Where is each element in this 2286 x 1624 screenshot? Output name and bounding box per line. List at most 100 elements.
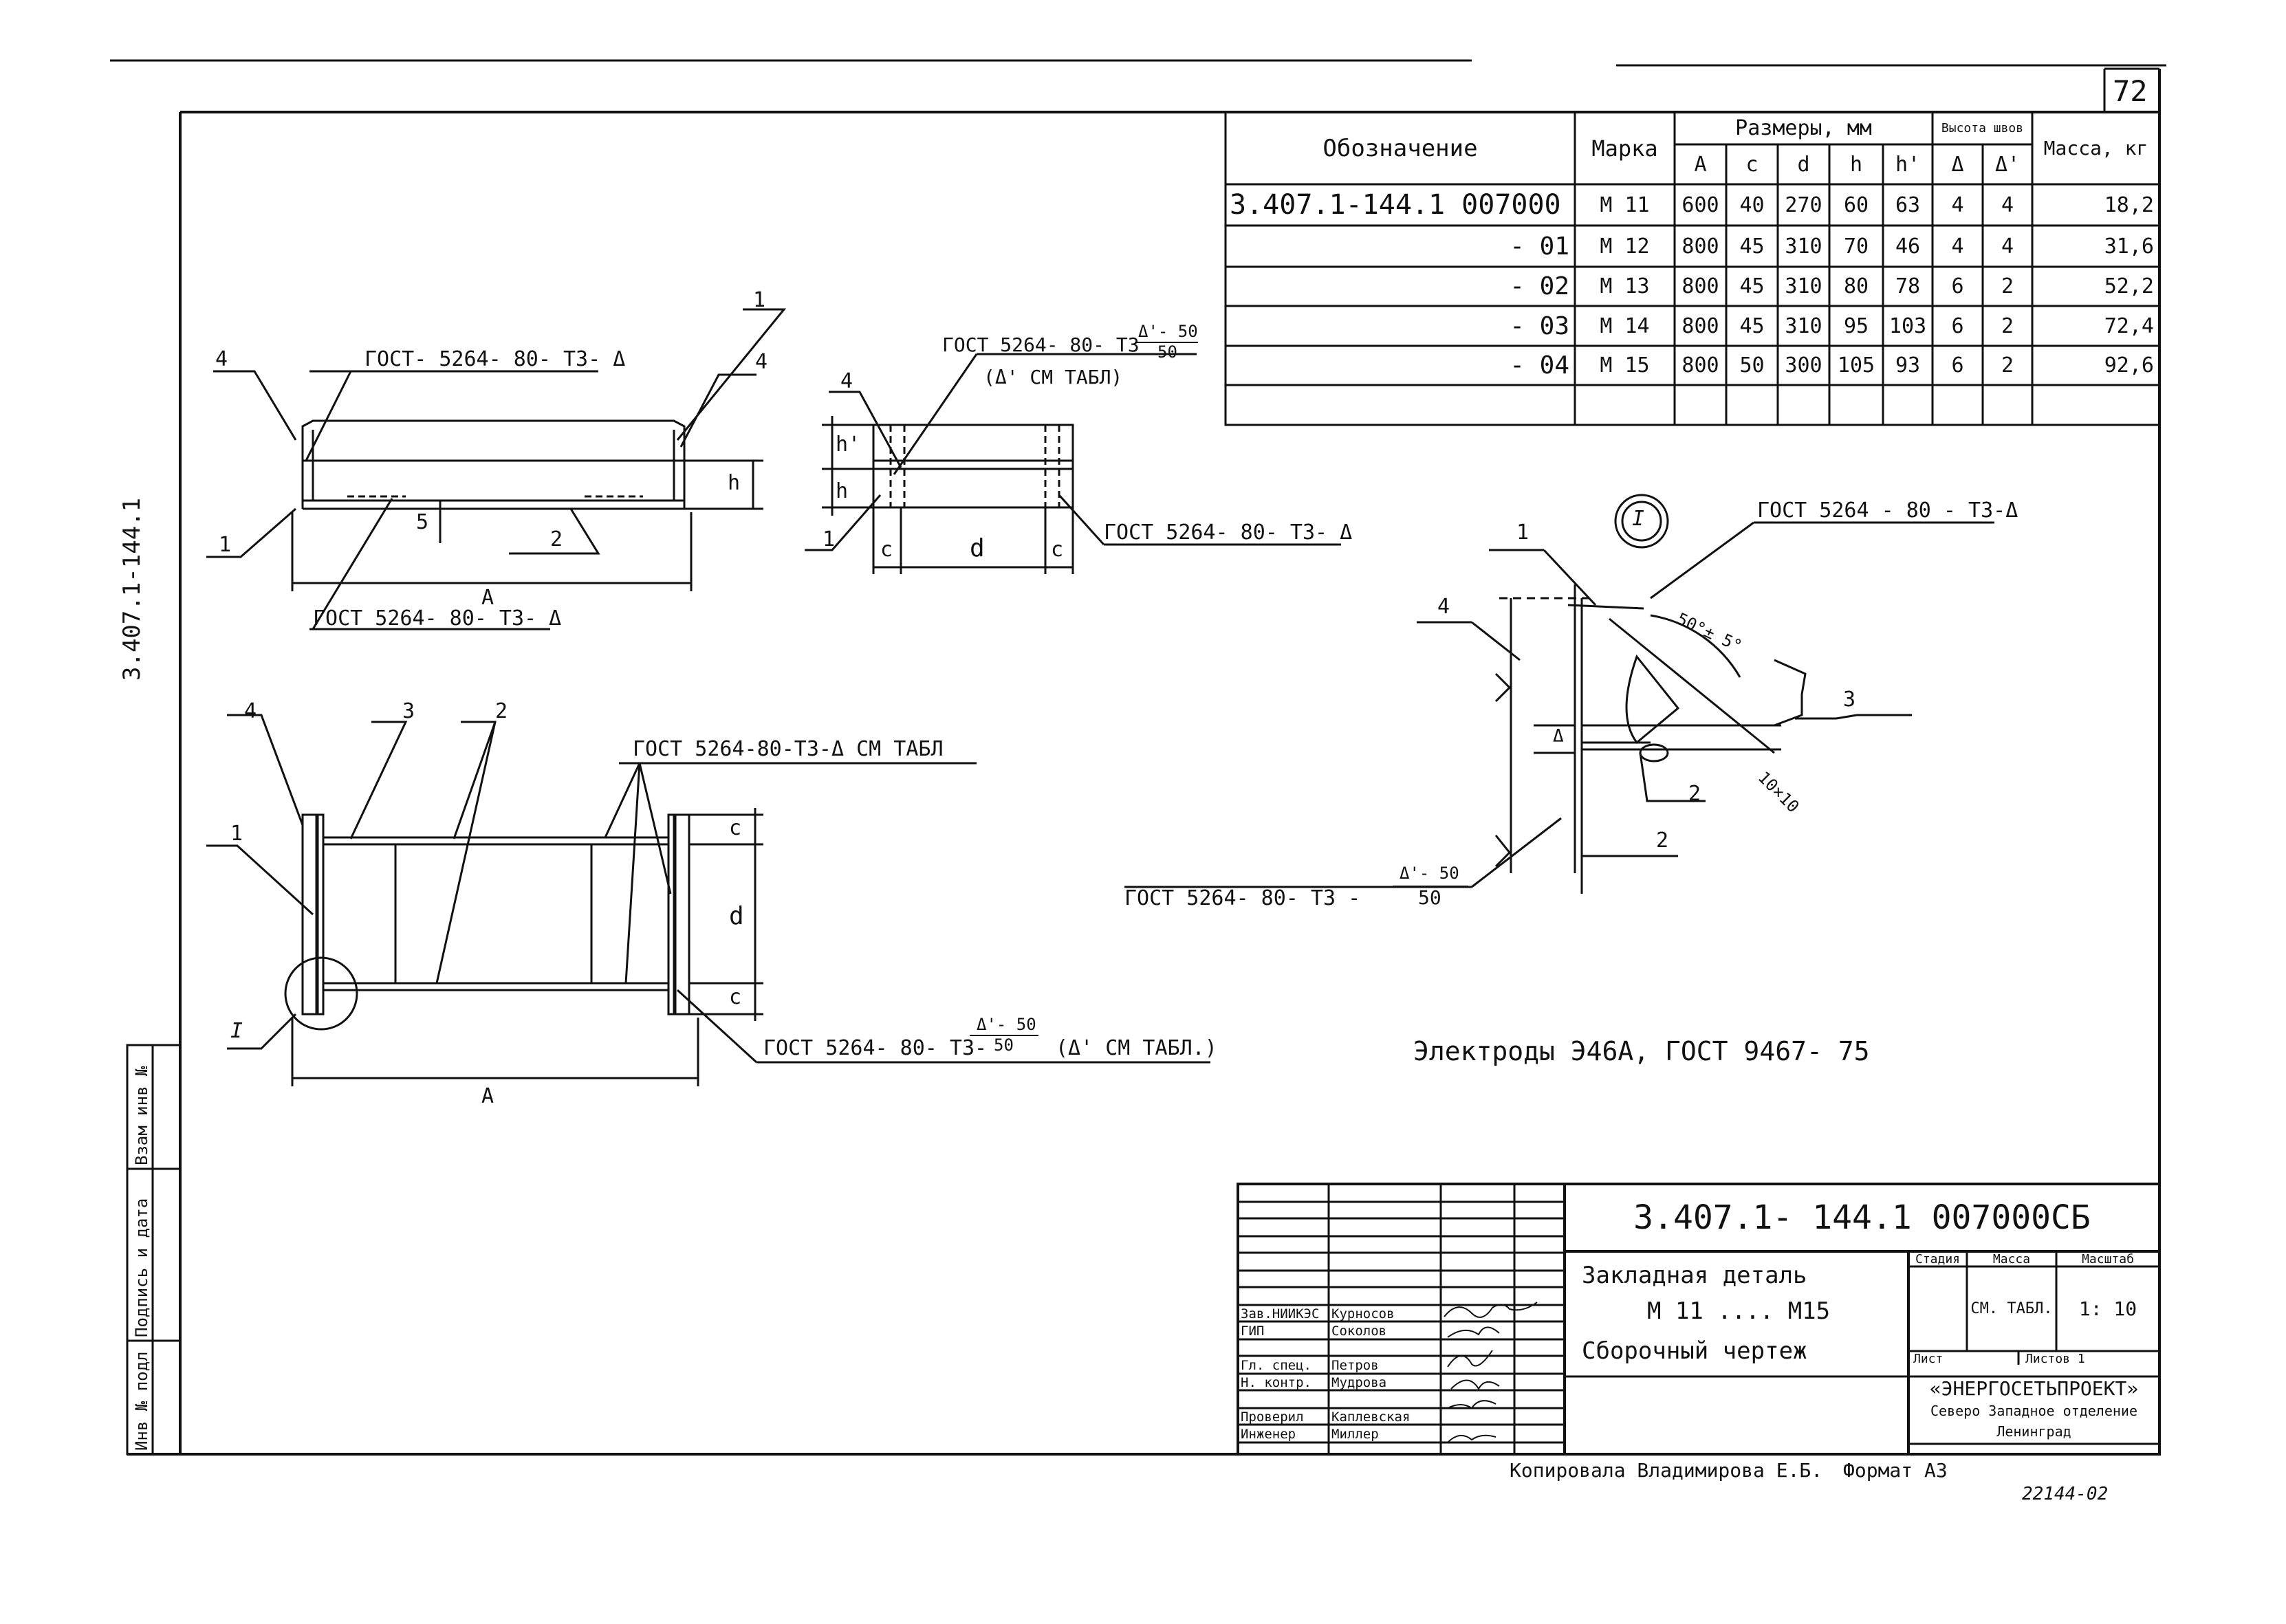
header-height: Высота швов bbox=[1941, 121, 2024, 135]
row-c: 40 bbox=[1739, 193, 1765, 217]
dim-c: c bbox=[729, 816, 742, 840]
callout-2: 2 bbox=[1688, 782, 1701, 806]
row-mark: М 12 bbox=[1600, 234, 1650, 259]
row-d: 310 bbox=[1785, 274, 1822, 298]
org-city: Ленинград bbox=[1996, 1423, 2071, 1440]
row-delta: 6 bbox=[1951, 353, 1964, 377]
dim-delta: Δ bbox=[1553, 726, 1564, 747]
doc-code: 3.407.1- 144.1 007000СБ bbox=[1633, 1198, 2091, 1237]
row-delta: 6 bbox=[1951, 314, 1964, 338]
callout-4: 4 bbox=[755, 350, 768, 374]
weld-note-side-bottom: ГОСТ 5264- 80- Т3- Δ bbox=[313, 606, 562, 630]
signer-name: Курносов bbox=[1331, 1306, 1395, 1321]
row-h: 105 bbox=[1837, 353, 1875, 377]
see-table-note: (Δ' СМ ТАБЛ) bbox=[983, 366, 1123, 388]
header-h1: h' bbox=[1895, 152, 1921, 177]
signer-role: Проверил bbox=[1241, 1409, 1304, 1425]
weld-note-side: ГОСТ- 5264- 80- Т3- Δ bbox=[364, 347, 626, 371]
row-A: 800 bbox=[1681, 353, 1719, 377]
row-h: 95 bbox=[1843, 314, 1869, 338]
row-designation: - 04 bbox=[1510, 351, 1569, 380]
header-d: d bbox=[1797, 152, 1810, 177]
header-delta1: Δ' bbox=[1994, 152, 2021, 177]
callout-3: 3 bbox=[1843, 688, 1856, 712]
row-delta1: 2 bbox=[2001, 314, 2014, 338]
weld-note-plan-bottom: ГОСТ 5264- 80- Т3- bbox=[763, 1036, 988, 1060]
header-designation: Обозначение bbox=[1322, 134, 1478, 162]
side-stamp-sign: Подпись и дата bbox=[132, 1198, 151, 1337]
side-code: 3.407.1-144.1 bbox=[118, 497, 146, 681]
dim-h1: h' bbox=[836, 432, 861, 457]
callout-3: 3 bbox=[402, 699, 415, 723]
row-h1: 78 bbox=[1895, 274, 1921, 298]
doc-title-line3: Сборочный чертеж bbox=[1582, 1337, 1807, 1365]
row-designation: - 03 bbox=[1510, 311, 1569, 340]
row-mark: М 13 bbox=[1600, 274, 1650, 298]
fraction-denominator: 50 bbox=[1418, 886, 1441, 909]
row-mark: М 14 bbox=[1600, 314, 1650, 338]
row-h: 60 bbox=[1843, 193, 1869, 217]
mass-label: Масса bbox=[1992, 1251, 2031, 1266]
signer-name: Петров bbox=[1331, 1358, 1379, 1373]
weld-note-detail-bottom: ГОСТ 5264- 80- Т3 - bbox=[1124, 886, 1361, 910]
callout-1: 1 bbox=[753, 288, 766, 312]
paper-format: Формат А3 bbox=[1843, 1459, 1948, 1482]
signer-role: ГИП bbox=[1241, 1324, 1265, 1339]
signer-role: Зав.НИИКЭС bbox=[1241, 1306, 1320, 1321]
row-delta: 6 bbox=[1951, 274, 1964, 298]
signer-name: Миллер bbox=[1331, 1427, 1379, 1442]
row-mass: 72,4 bbox=[2104, 314, 2154, 338]
row-mass: 52,2 bbox=[2104, 274, 2154, 298]
dim-2: 2 bbox=[1656, 829, 1669, 853]
mass-value: СМ. ТАБЛ. bbox=[1970, 1300, 2053, 1317]
header-c: c bbox=[1745, 152, 1759, 177]
fraction-denominator: 50 bbox=[1157, 342, 1177, 362]
stage-label: Стадия bbox=[1915, 1251, 1961, 1266]
callout-4: 4 bbox=[215, 347, 228, 371]
see-table-note: (Δ' СМ ТАБЛ.) bbox=[1056, 1036, 1217, 1060]
header-A: A bbox=[1694, 152, 1707, 177]
detail-mark-I: I bbox=[230, 1019, 243, 1043]
row-c: 45 bbox=[1739, 274, 1765, 298]
doc-title-line2: М 11 .... М15 bbox=[1647, 1297, 1831, 1325]
row-delta: 4 bbox=[1951, 193, 1964, 217]
header-h: h bbox=[1849, 152, 1863, 177]
callout-1: 1 bbox=[219, 533, 232, 557]
copied-by: Копировала Владимирова Е.Б. bbox=[1510, 1459, 1823, 1482]
dim-h: h bbox=[728, 471, 741, 495]
fraction-numerator: Δ'- 50 bbox=[977, 1015, 1036, 1034]
sheet-label: Лист bbox=[1913, 1352, 1944, 1366]
dim-d: d bbox=[970, 534, 985, 562]
signer-role: Гл. спец. bbox=[1241, 1358, 1311, 1373]
row-A: 800 bbox=[1681, 274, 1719, 298]
dim-A: A bbox=[481, 1084, 494, 1108]
sheet-number: 72 bbox=[2113, 74, 2148, 108]
row-mass: 92,6 bbox=[2104, 353, 2154, 377]
signer-name: Соколов bbox=[1331, 1324, 1387, 1339]
fraction-numerator: Δ'- 50 bbox=[1400, 864, 1459, 883]
weld-note-plan: ГОСТ 5264-80-Т3-Δ СМ ТАБЛ bbox=[633, 737, 944, 761]
row-d: 270 bbox=[1785, 193, 1822, 217]
row-h: 70 bbox=[1843, 234, 1869, 259]
dim-h: h bbox=[836, 479, 849, 503]
row-designation: 3.407.1-144.1 007000 bbox=[1230, 189, 1561, 221]
row-d: 310 bbox=[1785, 234, 1822, 259]
fraction-bar bbox=[1393, 886, 1468, 887]
callout-1: 1 bbox=[1516, 520, 1530, 545]
row-d: 300 bbox=[1785, 353, 1822, 377]
side-stamp-replace: Взам инв № bbox=[132, 1066, 151, 1166]
row-delta1: 2 bbox=[2001, 353, 2014, 377]
row-delta1: 4 bbox=[2001, 234, 2014, 259]
row-c: 45 bbox=[1739, 234, 1765, 259]
header-sizes: Размеры, мм bbox=[1735, 116, 1872, 140]
row-mass: 31,6 bbox=[2104, 234, 2154, 259]
side-stamp-inv: Инв № подл bbox=[132, 1351, 151, 1451]
row-delta1: 4 bbox=[2001, 193, 2014, 217]
electrodes-note: Электроды Э46А, ГОСТ 9467- 75 bbox=[1413, 1036, 1870, 1066]
row-designation: - 01 bbox=[1510, 232, 1569, 261]
scale-label: Масштаб bbox=[2082, 1251, 2134, 1266]
header-mass: Масса, кг bbox=[2043, 137, 2148, 160]
fraction-bar bbox=[1135, 342, 1198, 343]
callout-1: 1 bbox=[230, 822, 243, 846]
